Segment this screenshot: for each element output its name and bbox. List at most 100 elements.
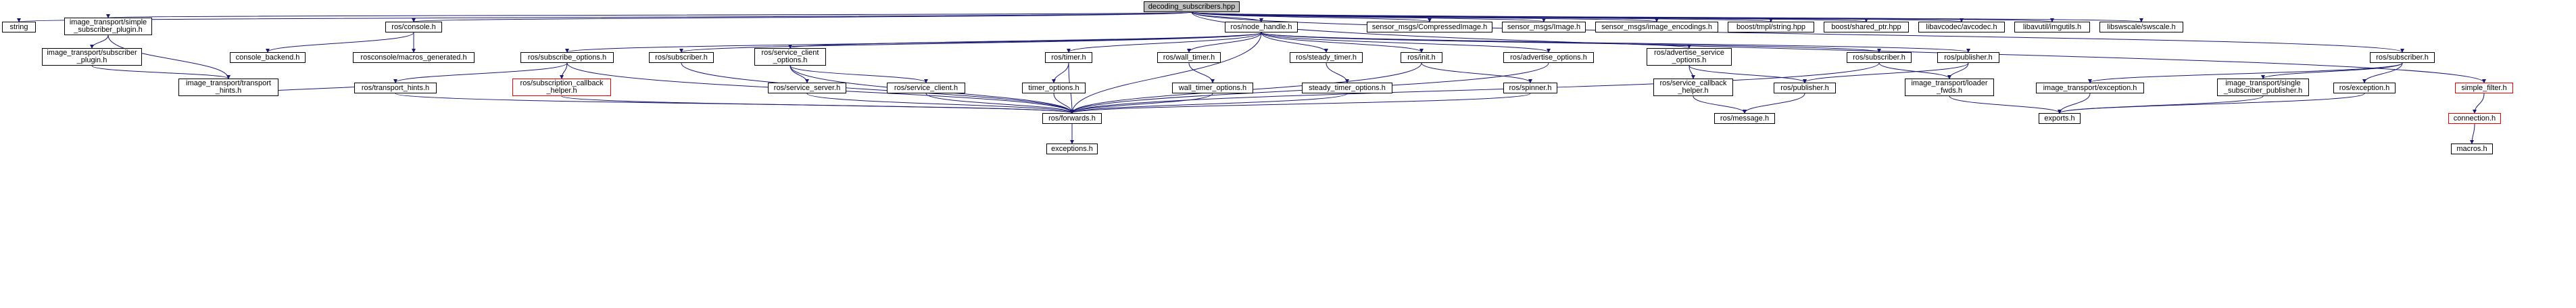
graph-node-n26[interactable]: ros/publisher.h xyxy=(1937,52,1999,63)
graph-edge xyxy=(1688,65,1695,79)
graph-node-n37[interactable]: ros/service_callback _helper.h xyxy=(1653,79,1733,96)
graph-edge xyxy=(1949,95,2062,114)
graph-node-n6[interactable]: sensor_msgs/Image.h xyxy=(1502,22,1586,32)
graph-edge xyxy=(1053,93,1074,114)
graph-node-n8[interactable]: boost/tmpl/string.hpp xyxy=(1728,22,1814,32)
graph-node-n30[interactable]: ros/subscription_callback _helper.h xyxy=(512,79,611,96)
graph-edge xyxy=(412,12,1192,22)
graph-node-n49[interactable]: macros.h xyxy=(2451,144,2493,154)
graph-node-n22[interactable]: ros/init.h xyxy=(1401,52,1442,63)
graph-edge xyxy=(1261,32,1691,49)
graph-node-n43[interactable]: simple_filter.h xyxy=(2455,83,2513,93)
graph-node-n21[interactable]: ros/steady_timer.h xyxy=(1290,52,1363,63)
graph-node-n28[interactable]: image_transport/transport _hints.h xyxy=(178,79,278,96)
graph-edge xyxy=(1191,12,1964,22)
graph-node-n17[interactable]: ros/subscriber.h xyxy=(649,52,714,63)
graph-node-n11[interactable]: libavutil/imgutils.h xyxy=(2014,22,2090,32)
graph-edge xyxy=(1070,32,1262,114)
graph-node-n39[interactable]: image_transport/loader _fwds.h xyxy=(1905,79,1994,96)
graph-node-n47[interactable]: ros/forwards.h xyxy=(1042,113,1102,124)
graph-node-n0[interactable]: decoding_subscribers.hpp xyxy=(1144,1,1240,12)
graph-edge xyxy=(560,62,568,79)
graph-edge xyxy=(789,65,928,83)
graph-edge xyxy=(2261,62,2403,79)
graph-edge xyxy=(90,35,109,49)
graph-node-n45[interactable]: exports.h xyxy=(2039,113,2081,124)
graph-node-n3[interactable]: ros/console.h xyxy=(385,22,442,32)
graph-node-n13[interactable]: image_transport/subscriber _plugin.h xyxy=(42,48,142,66)
graph-edge xyxy=(2362,62,2403,83)
graph-node-n40[interactable]: image_transport/exception.h xyxy=(2036,83,2144,93)
graph-edge xyxy=(1191,12,2053,22)
graph-edge xyxy=(1191,12,1659,22)
graph-node-n33[interactable]: timer_options.h xyxy=(1022,83,1086,93)
graph-edge xyxy=(107,12,1192,18)
graph-node-n41[interactable]: image_transport/single _subscriber_publi… xyxy=(2217,79,2309,96)
graph-node-n24[interactable]: ros/advertise_service _options.h xyxy=(1647,48,1732,66)
graph-edge xyxy=(1191,12,2143,22)
graph-node-n38[interactable]: ros/publisher.h xyxy=(1774,83,1836,93)
graph-edge xyxy=(1261,32,1881,53)
graph-node-n4[interactable]: ros/node_handle.h xyxy=(1225,22,1298,32)
graph-edge xyxy=(1191,12,1546,22)
graph-edge xyxy=(1421,62,1532,83)
graph-edge xyxy=(91,65,230,79)
graph-edge xyxy=(1261,32,1328,53)
graph-edge xyxy=(2058,93,2091,114)
graph-edge xyxy=(565,32,1262,53)
graph-edge xyxy=(1947,62,1969,79)
graph-edge xyxy=(1067,32,1262,53)
graph-edge xyxy=(1191,12,1773,22)
graph-edge xyxy=(1261,32,1551,53)
graph-node-n7[interactable]: sensor_msgs/image_encodings.h xyxy=(1595,22,1718,32)
graph-node-n29[interactable]: ros/transport_hints.h xyxy=(354,83,437,93)
graph-edge xyxy=(1187,32,1262,53)
graph-node-n15[interactable]: rosconsole/macros_generated.h xyxy=(353,52,475,63)
graph-edge xyxy=(1191,12,1263,22)
graph-edge xyxy=(788,32,1262,49)
graph-edge xyxy=(1878,62,1951,79)
graph-edge xyxy=(561,95,1074,114)
graph-edge xyxy=(2473,93,2485,114)
graph-edge xyxy=(806,93,1074,114)
graph-node-n31[interactable]: ros/service_server.h xyxy=(768,83,846,93)
graph-node-n20[interactable]: ros/wall_timer.h xyxy=(1157,52,1221,63)
graph-node-n25[interactable]: ros/subscriber.h xyxy=(1847,52,1912,63)
graph-edge xyxy=(1693,95,1747,114)
graph-node-n35[interactable]: steady_timer_options.h xyxy=(1302,83,1392,93)
graph-node-n2[interactable]: image_transport/simple _subscriber_plugi… xyxy=(64,18,152,35)
graph-node-n42[interactable]: ros/exception.h xyxy=(2333,83,2396,93)
graph-edge xyxy=(925,93,1074,114)
graph-node-n46[interactable]: connection.h xyxy=(2448,113,2501,124)
graph-node-n5[interactable]: sensor_msgs/CompressedImage.h xyxy=(1367,22,1492,32)
graph-edge xyxy=(1191,12,1868,22)
graph-node-n10[interactable]: libavcodec/avcodec.h xyxy=(1918,22,2005,32)
graph-node-n1[interactable]: string xyxy=(2,22,36,32)
graph-edge xyxy=(1070,93,1348,114)
graph-edge xyxy=(1261,32,1970,53)
graph-node-n48[interactable]: exceptions.h xyxy=(1046,144,1098,154)
graph-node-n16[interactable]: ros/subscribe_options.h xyxy=(520,52,614,63)
graph-node-n27[interactable]: ros/subscriber.h xyxy=(2370,52,2435,63)
graph-node-n32[interactable]: ros/service_client.h xyxy=(887,83,965,93)
graph-edge xyxy=(1261,32,1424,53)
graph-node-n18[interactable]: ros/service_client _options.h xyxy=(754,48,826,66)
graph-node-n19[interactable]: ros/timer.h xyxy=(1045,52,1092,63)
graph-node-n12[interactable]: libswscale/swscale.h xyxy=(2099,22,2183,32)
graph-node-n44[interactable]: ros/message.h xyxy=(1714,113,1775,124)
graph-node-n36[interactable]: ros/spinner.h xyxy=(1503,83,1557,93)
graph-node-n9[interactable]: boost/shared_ptr.hpp xyxy=(1824,22,1909,32)
graph-edge xyxy=(266,32,414,53)
graph-node-n34[interactable]: wall_timer_options.h xyxy=(1172,83,1253,93)
graph-edge xyxy=(789,65,809,83)
graph-node-n14[interactable]: console_backend.h xyxy=(230,52,306,63)
graph-edge xyxy=(1743,93,1805,114)
graph-edge xyxy=(1191,12,1432,22)
graph-edge xyxy=(2470,123,2475,144)
graph-edge xyxy=(2058,95,2264,114)
graph-edge xyxy=(1188,62,1215,83)
graph-node-n23[interactable]: ros/advertise_options.h xyxy=(1503,52,1594,63)
graph-edge xyxy=(1052,62,1069,83)
